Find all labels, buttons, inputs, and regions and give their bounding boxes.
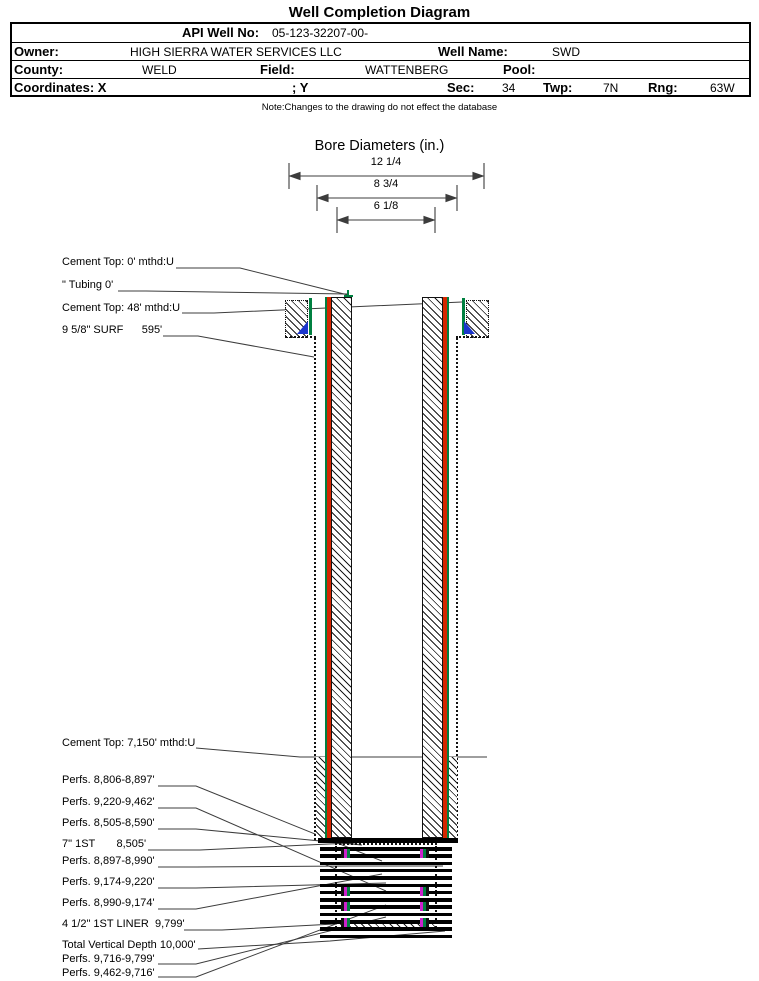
annotation-perfs-9462-9716: Perfs. 9,462-9,716' <box>62 967 155 979</box>
perf-bar <box>320 883 452 887</box>
annotation-cement-top-48: Cement Top: 48' mthd:U <box>62 302 181 314</box>
liner-shoe-strip <box>337 921 435 927</box>
page-title: Well Completion Diagram <box>288 4 471 21</box>
table-row-divider <box>10 78 751 79</box>
annotation-perfs-8990-9174: Perfs. 8,990-9,174' <box>62 897 155 909</box>
twp-label: Twp: <box>543 80 573 95</box>
annotation-leader-lines <box>118 267 487 978</box>
well-info-table <box>10 22 751 97</box>
casing-wall-right <box>422 297 443 838</box>
rng-value: 63W <box>710 81 735 95</box>
casing-wall-left <box>331 297 352 838</box>
surface-casing-inner-line-left <box>309 298 312 335</box>
casing-line-right <box>443 297 447 838</box>
annotation-7in-first-casing: 7" 1ST 8,505' <box>62 838 147 850</box>
annotation-perfs-9174-9220: Perfs. 9,174-9,220' <box>62 876 155 888</box>
sec-value: 34 <box>502 81 516 95</box>
perf-bar <box>320 927 452 931</box>
perf-marker <box>341 887 351 896</box>
owner-value: HIGH SIERRA WATER SERVICES LLC <box>130 45 342 59</box>
casing-shoe-bar <box>318 838 458 843</box>
annulus-cement-left <box>316 757 325 838</box>
owner-label: Owner: <box>14 44 59 59</box>
annotation-cement-top-7150: Cement Top: 7,150' mthd:U <box>62 737 196 749</box>
perf-marker <box>341 918 351 927</box>
perf-bar <box>320 934 452 939</box>
annotation-cement-top-0: Cement Top: 0' mthd:U <box>62 256 174 268</box>
perf-marker <box>341 902 351 911</box>
tubing-line-right <box>447 297 449 838</box>
bore-diameter-8-3-4: 8 3/4 <box>373 178 399 190</box>
database-note: Note:Changes to the drawing do not effec… <box>261 102 498 113</box>
borehole-wall-right <box>456 338 458 840</box>
perf-bar <box>320 861 452 866</box>
field-value: WATTENBERG <box>365 63 449 77</box>
perf-marker <box>341 849 351 858</box>
tubing-line-left <box>325 297 327 838</box>
rng-label: Rng: <box>648 80 678 95</box>
twp-value: 7N <box>603 81 619 95</box>
perf-bar <box>320 912 452 917</box>
bore-diameters-title: Bore Diameters (in.) <box>314 138 445 154</box>
surface-casing-right-block <box>466 300 489 338</box>
perf-bar <box>320 854 452 858</box>
table-row-divider <box>10 60 751 61</box>
perf-marker <box>420 849 430 858</box>
annotation-perfs-8806-8897: Perfs. 8,806-8,897' <box>62 774 155 786</box>
field-label: Field: <box>260 62 295 77</box>
perf-bar <box>320 920 452 924</box>
bore-diameter-12-1-4: 12 1/4 <box>370 156 402 168</box>
well-name-label: Well Name: <box>438 44 508 59</box>
api-well-no-value: 05-123-32207-00- <box>272 26 369 40</box>
api-well-no-label: API Well No: <box>182 25 260 40</box>
borehole-wall-left <box>314 338 316 840</box>
well-name-value: SWD <box>552 45 580 59</box>
sec-label: Sec: <box>447 80 475 95</box>
perf-marker <box>420 918 430 927</box>
table-row-divider <box>10 42 751 43</box>
county-value: WELD <box>142 63 177 77</box>
surface-shoe-step-right <box>456 336 489 338</box>
pool-label: Pool: <box>503 62 536 77</box>
county-label: County: <box>14 62 64 77</box>
dimension-arrows <box>288 163 485 233</box>
annotation-total-depth: Total Vertical Depth 10,000' <box>62 939 196 951</box>
surface-shoe-step-left <box>285 336 316 338</box>
casing-line-left <box>327 297 331 838</box>
coordinates-x-label: Coordinates: X <box>14 80 107 95</box>
perf-marker <box>420 887 430 896</box>
annotation-liner-9799: 4 1/2" 1ST LINER 9,799' <box>62 918 185 930</box>
annotation-perfs-9220-9462: Perfs. 9,220-9,462' <box>62 796 155 808</box>
annotation-tubing-0: " Tubing 0' <box>62 279 114 291</box>
perf-bar <box>320 868 452 873</box>
surface-casing-left-block <box>285 300 308 338</box>
perf-bar <box>320 847 452 851</box>
annotation-surface-casing: 9 5/8" SURF 595' <box>62 324 163 336</box>
surface-casing-inner-line-right <box>462 298 465 335</box>
perf-bar <box>320 876 452 880</box>
annotation-perfs-8897-8990: Perfs. 8,897-8,990' <box>62 855 155 867</box>
perf-bar <box>320 898 452 902</box>
perf-bar <box>320 905 452 909</box>
perf-bar <box>320 890 452 895</box>
annotation-perfs-9716-9799: Perfs. 9,716-9,799' <box>62 953 155 965</box>
annotation-perfs-8505-8590: Perfs. 8,505-8,590' <box>62 817 155 829</box>
perf-marker <box>420 902 430 911</box>
annulus-cement-right <box>449 757 457 838</box>
bore-diameter-6-1-8: 6 1/8 <box>373 200 399 212</box>
coordinates-y-label: ; Y <box>292 80 309 95</box>
